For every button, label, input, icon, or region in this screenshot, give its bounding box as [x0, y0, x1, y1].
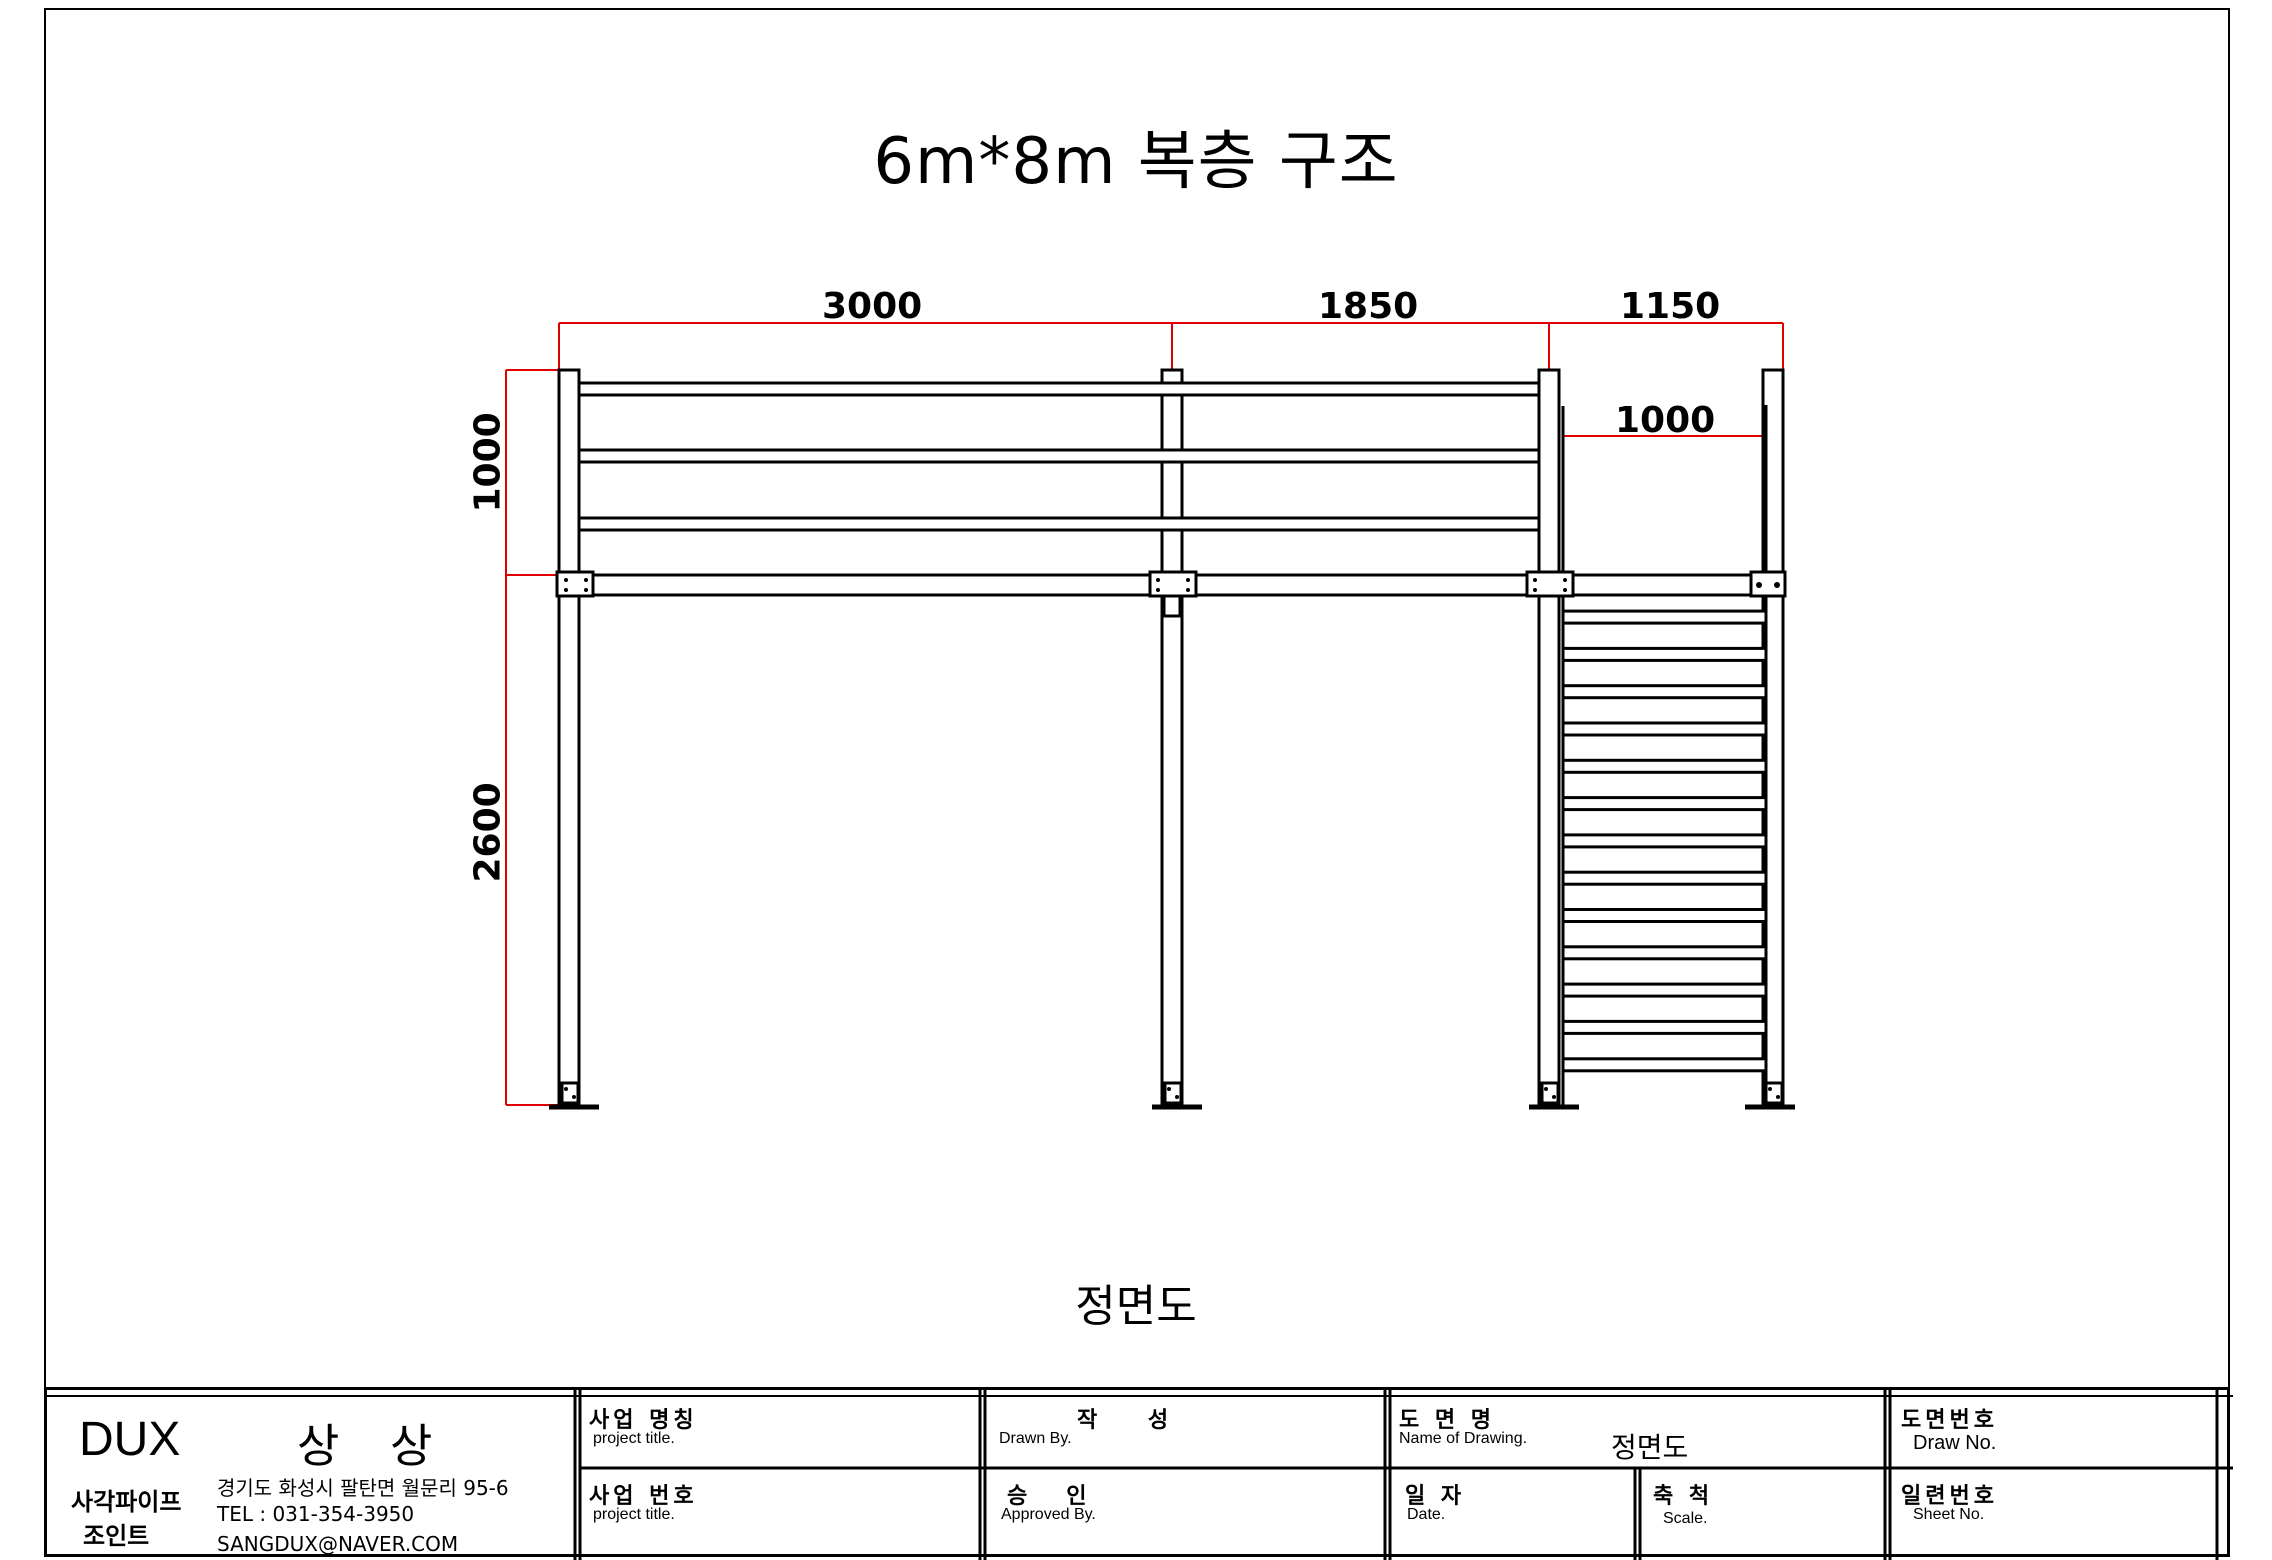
- dim-label-stair-1000: 1000: [1615, 400, 1716, 441]
- beam-joint: [555, 570, 595, 598]
- column-left: [557, 368, 581, 1107]
- stair-tread: [1561, 796, 1768, 812]
- title-block: DUX 상 상 사각파이프 조인트 경기도 화성시 팔탄면 월문리 95-6 T…: [44, 1387, 2233, 1560]
- company-tel: TEL : 031-354-3950: [217, 1502, 415, 1526]
- bolt: [1156, 578, 1160, 582]
- bolt: [584, 588, 588, 592]
- stair-tread: [1561, 1019, 1768, 1035]
- base-plate: [1764, 1081, 1784, 1105]
- structure: [549, 368, 1795, 1110]
- beam-joint: [1525, 570, 1575, 598]
- base-plate: [1540, 1081, 1560, 1105]
- bolt: [1774, 582, 1780, 588]
- drawing-name-value: 정면도: [1611, 1431, 1689, 1464]
- view-name: 정면도: [1075, 1281, 1197, 1332]
- draw-no-label-en: Draw No.: [1913, 1432, 1997, 1454]
- bolt: [1156, 588, 1160, 592]
- draw-no-label: 도면번호: [1901, 1408, 1998, 1433]
- bolt: [564, 1087, 568, 1091]
- project-number-label: 사업 번호: [589, 1484, 698, 1509]
- bolt: [1167, 1087, 1171, 1091]
- joint-bolts: [564, 578, 1780, 1099]
- column-middle: [1160, 368, 1184, 1107]
- drawn-by-label: 작 성: [1077, 1408, 1173, 1433]
- bolt: [1563, 578, 1567, 582]
- dim-label-1850: 1850: [1318, 286, 1419, 327]
- column-stair-left: [1537, 368, 1561, 1107]
- bolt: [1756, 582, 1762, 588]
- stair-tread: [1561, 684, 1768, 700]
- sheet-no-label-en: Sheet No.: [1913, 1506, 1985, 1523]
- bolt: [1563, 588, 1567, 592]
- base-plate: [560, 1081, 580, 1105]
- approved-by-label-en: Approved By.: [1001, 1506, 1096, 1523]
- beam-joint: [1749, 570, 1787, 598]
- dim-label-1150: 1150: [1620, 286, 1721, 327]
- dim-label-rail-1000: 1000: [467, 412, 509, 513]
- date-label-en: Date.: [1407, 1506, 1446, 1523]
- guard-rail-3: [577, 516, 1541, 532]
- dim-label-2600: 2600: [467, 782, 509, 883]
- stair-tread: [1561, 982, 1768, 998]
- stair-tread: [1561, 908, 1768, 923]
- bolt: [584, 578, 588, 582]
- stair-tread: [1561, 758, 1768, 774]
- stair-tread: [1561, 721, 1768, 737]
- company-address: 경기도 화성시 팔탄면 월문리 95-6: [217, 1476, 509, 1500]
- sheet-no-label: 일련번호: [1901, 1484, 1998, 1509]
- drawing-name-label: 도 면 명: [1399, 1408, 1496, 1433]
- bolt: [1768, 1087, 1772, 1091]
- company-line-1: 사각파이프: [71, 1488, 182, 1516]
- date-label: 일 자: [1405, 1484, 1466, 1509]
- guard-rail-1: [577, 381, 1541, 397]
- brand-name: 상 상: [297, 1419, 451, 1473]
- bolt: [564, 578, 568, 582]
- stair-tread: [1561, 945, 1768, 961]
- stair-treads: [1561, 609, 1768, 1073]
- bolt: [1533, 578, 1537, 582]
- company-line-2: 조인트: [83, 1522, 150, 1550]
- base-plate: [1163, 1081, 1183, 1105]
- beam-joint: [1162, 594, 1182, 618]
- scale-label: 축 척: [1653, 1484, 1714, 1509]
- drawing-title: 6m*8m 복층 구조: [873, 125, 1399, 199]
- dim-label-3000: 3000: [822, 286, 923, 327]
- drawn-by-label-en: Drawn By.: [999, 1430, 1072, 1447]
- drawing-name-label-en: Name of Drawing.: [1399, 1430, 1528, 1447]
- project-name-label-en: project title.: [593, 1430, 675, 1447]
- beam-joint: [1148, 570, 1198, 598]
- brand-logo-text: DUX: [79, 1413, 181, 1466]
- stair-tread: [1561, 646, 1768, 662]
- company-email: SANGDUX@NAVER.COM: [217, 1532, 459, 1556]
- bolt: [1533, 588, 1537, 592]
- approved-by-label: 승 인: [1007, 1484, 1091, 1509]
- bolt: [572, 1095, 576, 1099]
- dimension-lines: [505, 322, 1784, 1106]
- project-name-label: 사업 명칭: [589, 1408, 698, 1433]
- stair-tread: [1561, 609, 1768, 625]
- bolt: [1186, 588, 1190, 592]
- bolt: [1175, 1095, 1179, 1099]
- front-elevation-drawing: [505, 322, 1795, 1110]
- stair-tread: [1561, 1057, 1768, 1073]
- title-block-grid: [47, 1390, 2233, 1560]
- guard-rail-2: [577, 448, 1541, 464]
- bolt: [1776, 1095, 1780, 1099]
- bolt: [1186, 578, 1190, 582]
- project-number-label-en: project title.: [593, 1506, 675, 1523]
- scale-label-en: Scale.: [1663, 1510, 1708, 1527]
- bolt: [564, 588, 568, 592]
- stair-tread: [1561, 870, 1768, 886]
- bolt: [1544, 1087, 1548, 1091]
- bolt: [1552, 1095, 1556, 1099]
- stair-tread: [1561, 833, 1768, 849]
